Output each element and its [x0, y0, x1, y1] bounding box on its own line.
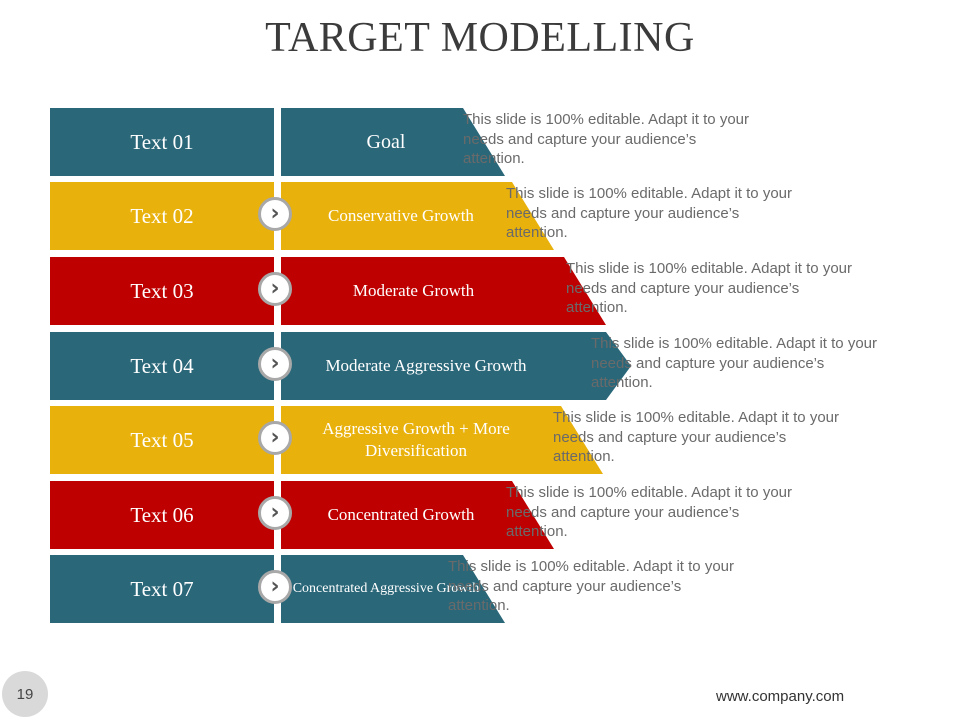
row-description: This slide is 100% editable. Adapt it to…: [506, 484, 792, 540]
strategy-label: Goal: [366, 131, 406, 153]
strategy-arrow-shape: [281, 332, 631, 400]
row-description: This slide is 100% editable. Adapt it to…: [566, 260, 852, 316]
chevron-right-icon: ›: [258, 272, 292, 306]
footer-url[interactable]: www.company.com: [716, 688, 845, 705]
slide-title: TARGET MODELLING: [265, 15, 695, 61]
row-label: Text 04: [50, 332, 274, 400]
strategy-arrow-shape: [281, 555, 505, 623]
row-5: Text 05 Aggressive Growth + More Diversif…: [50, 406, 950, 474]
chevron-right-icon: ›: [258, 570, 292, 604]
strategy-label: Concentrated Aggressive Growth: [292, 580, 480, 596]
row-7: Text 07 Concentrated Aggressive Growth› Th…: [50, 555, 950, 623]
row-4: Text 04 Moderate Aggressive Growth › This s…: [50, 332, 950, 400]
row-1: Text 01 Goal This slide is 100% editable. …: [50, 108, 950, 176]
row-label: Text 07: [50, 555, 274, 623]
row-6: Text 06 Concentrated Growth › This slide is…: [50, 481, 950, 549]
row-label: Text 01: [50, 108, 274, 176]
strategy-arrow-shape: [281, 406, 603, 474]
row-2: Text 02 Conservative Growth › This slide is…: [50, 182, 950, 250]
page-number: 19: [2, 671, 48, 717]
row-label: Text 05: [50, 406, 274, 474]
row-label: Text 06: [50, 481, 274, 549]
strategy-arrow-shape: [281, 481, 554, 549]
strategy-label: Concentrated Growth: [327, 504, 475, 524]
strategy-label: Moderate Aggressive Growth: [325, 355, 527, 375]
row-description: This slide is 100% editable. Adapt it to…: [448, 558, 734, 614]
strategy-label: Moderate Growth: [352, 280, 475, 300]
strategy-arrow-shape: [281, 182, 554, 250]
row-label: Text 02: [50, 182, 274, 250]
row-description: This slide is 100% editable. Adapt it to…: [506, 185, 792, 241]
row-description: This slide is 100% editable. Adapt it to…: [591, 335, 877, 391]
chevron-right-icon: ›: [258, 496, 292, 530]
row-description: This slide is 100% editable. Adapt it to…: [463, 111, 749, 167]
chevron-right-icon: ›: [258, 421, 292, 455]
strategy-arrow-shape: [281, 108, 505, 176]
row-description: This slide is 100% editable. Adapt it to…: [553, 409, 839, 465]
chevron-right-icon: ›: [258, 197, 292, 231]
chevron-right-icon: ›: [258, 347, 292, 381]
row-label: Text 03: [50, 257, 274, 325]
strategy-label: Aggressive Growth + More Diversification: [322, 418, 510, 460]
strategy-arrow-shape: [281, 257, 606, 325]
strategy-label: Conservative Growth: [328, 205, 474, 225]
row-3: Text 03 Moderate Growth › This slide is 100…: [50, 257, 950, 325]
